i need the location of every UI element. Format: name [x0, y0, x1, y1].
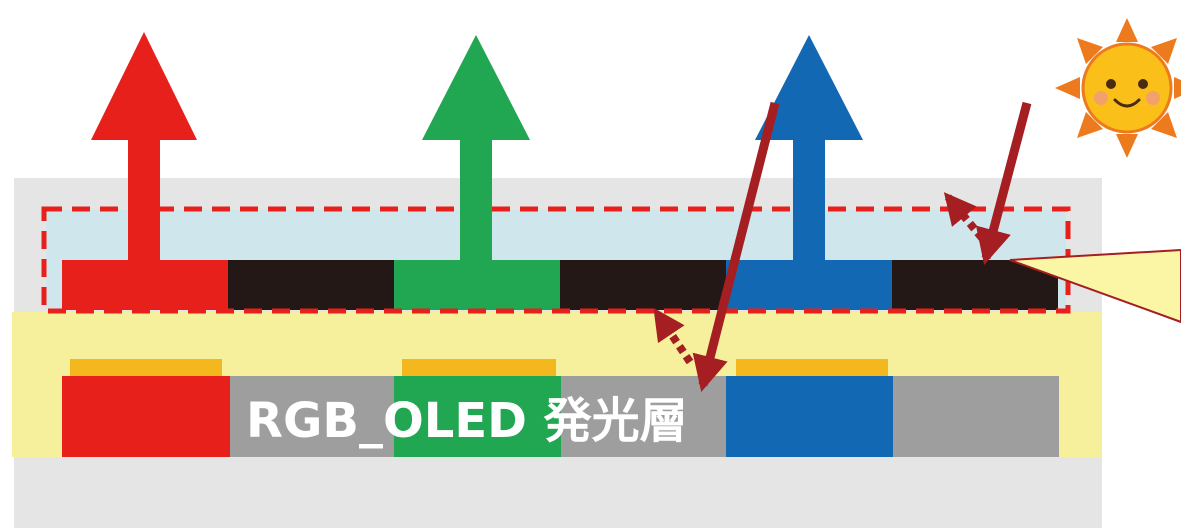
sun-icon — [1055, 18, 1181, 158]
emitter-gap — [230, 376, 394, 457]
emitter-gap — [893, 376, 1059, 457]
electrode — [402, 359, 556, 377]
external-light-arrows — [653, 101, 1032, 392]
incoming-light-arrow — [692, 101, 780, 392]
emitted-light-arrows — [91, 32, 863, 264]
color-filter-blue — [726, 260, 892, 310]
callout-pointer — [1009, 248, 1181, 324]
incoming-light-arrow — [975, 101, 1032, 265]
electrode — [70, 359, 222, 377]
blue-light-arrow — [755, 35, 863, 264]
reflected-light-arrow — [653, 307, 694, 365]
emitter-red — [62, 376, 230, 457]
black-matrix — [228, 260, 394, 310]
color-filter-green — [394, 260, 560, 310]
black-matrix — [560, 260, 726, 310]
emission-layer-label: RGB_OLED 発光層 — [246, 393, 688, 449]
red-light-arrow — [91, 32, 197, 264]
color-filter-red — [62, 260, 228, 310]
electrodes — [70, 359, 888, 377]
green-light-arrow — [422, 35, 530, 264]
electrode — [736, 359, 888, 377]
reflected-light-arrow — [943, 192, 986, 241]
emitter-blue — [726, 376, 893, 457]
emitter-green — [394, 376, 561, 457]
color-filter-row — [62, 260, 1058, 310]
